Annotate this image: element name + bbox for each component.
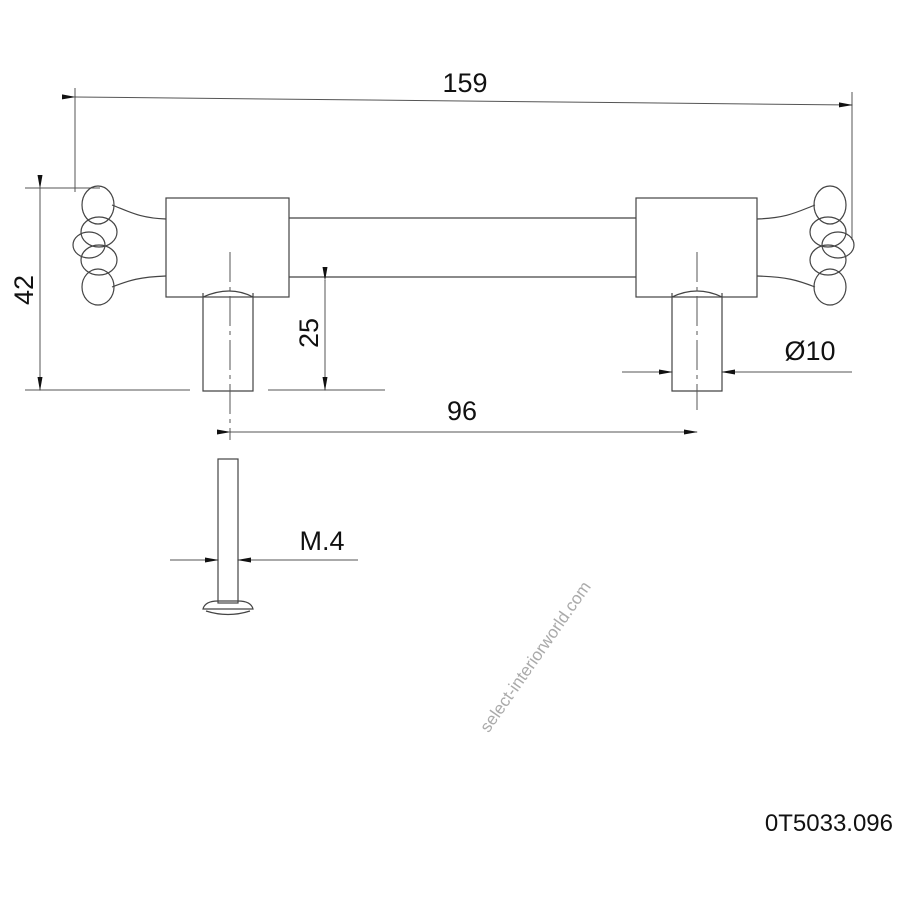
- product-code: 0T5033.096: [765, 810, 893, 837]
- dim-label-42: 42: [9, 275, 39, 305]
- left-block: [165, 197, 290, 440]
- dim-label-159: 159: [442, 68, 487, 98]
- dimension-overall-length: 159: [61, 68, 853, 240]
- dimension-post-diameter: Ø10: [622, 336, 852, 375]
- watermark: select-interiorworld.com: [476, 578, 595, 736]
- left-knob: [72, 185, 167, 306]
- dimension-post-height: 25: [268, 267, 385, 391]
- dimension-screw-thread: M.4: [170, 526, 358, 563]
- right-block: [635, 197, 758, 410]
- dimension-height: 42: [9, 175, 190, 391]
- dim-label-diameter: Ø10: [784, 336, 835, 366]
- dim-label-m4: M.4: [299, 526, 344, 556]
- dim-label-96: 96: [447, 396, 477, 426]
- right-knob: [756, 185, 855, 306]
- dimension-center-distance: 96: [217, 396, 698, 435]
- handle-bar: [289, 217, 636, 278]
- dim-label-25: 25: [294, 318, 324, 348]
- screw: [202, 458, 254, 616]
